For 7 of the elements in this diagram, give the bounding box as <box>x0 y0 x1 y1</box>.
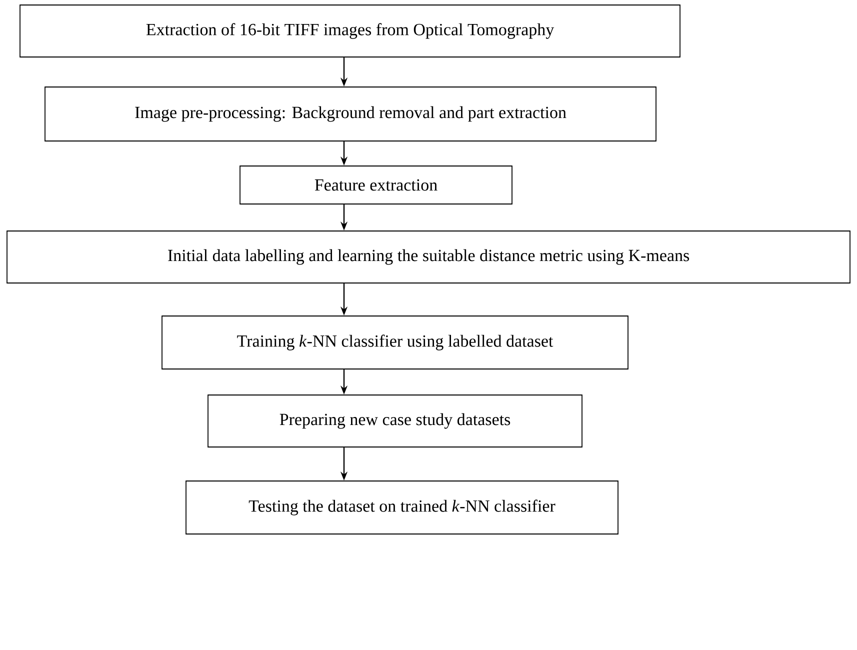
process-box: Feature extraction <box>240 166 512 204</box>
process-box: Preparing new case study datasets <box>208 394 582 448</box>
process-box: Training k-NN classifier using labelled dataset <box>162 316 628 370</box>
process-box: Testing the dataset on trained k-NN classifier <box>186 480 618 534</box>
process-box: Extraction of 16-bit TIFF images from Optical Tomography <box>20 4 680 58</box>
process-box: Image pre-processing: Background removal and part extraction <box>44 86 656 142</box>
process-box: Initial data labelling and learning the suitable distance metric using K-means <box>6 230 850 284</box>
